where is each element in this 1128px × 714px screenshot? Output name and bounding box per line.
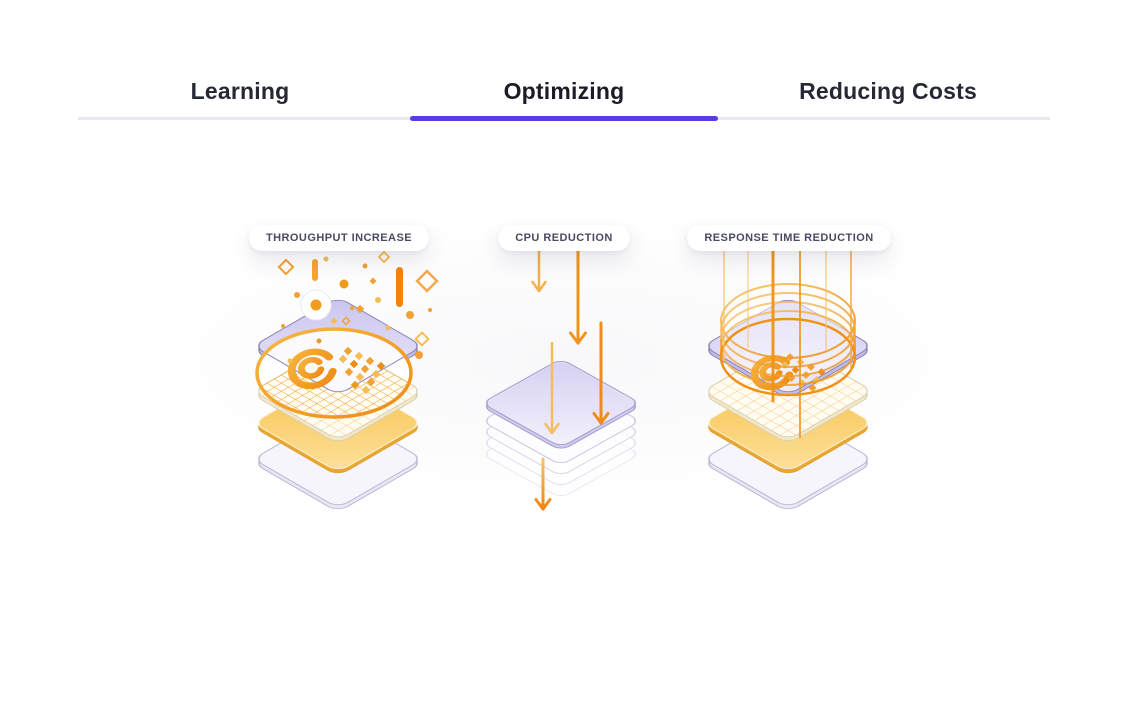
panel-throughput-increase: THROUGHPUT INCREASE xyxy=(227,225,452,523)
tab-bar: Learning Optimizing Reducing Costs xyxy=(78,70,1050,121)
response-time-reduction-illustration xyxy=(708,251,868,510)
cpu-reduction-illustration xyxy=(486,251,636,511)
tab-reducing-costs-label: Reducing Costs xyxy=(799,78,977,104)
panel-response-time-reduction: RESPONSE TIME REDUCTION xyxy=(677,225,902,523)
tab-learning[interactable]: Learning xyxy=(78,70,402,121)
diamond-dots-icon xyxy=(338,346,386,395)
cpu-reduction-badge: CPU REDUCTION xyxy=(498,225,630,251)
cylinder-rings-icon xyxy=(719,283,857,397)
throughput-increase-illustration xyxy=(255,251,439,510)
cylinder-interior xyxy=(722,302,854,376)
tab-optimizing[interactable]: Optimizing xyxy=(402,70,726,121)
status-dot-badge-icon xyxy=(300,289,332,321)
active-tab-indicator xyxy=(409,116,718,121)
tab-learning-label: Learning xyxy=(190,78,290,104)
tab-optimizing-label: Optimizing xyxy=(503,78,625,104)
down-arrows-icon xyxy=(531,251,610,511)
panel-cpu-reduction: CPU REDUCTION xyxy=(452,225,677,523)
throughput-increase-badge: THROUGHPUT INCREASE xyxy=(248,225,430,251)
response-time-reduction-badge: RESPONSE TIME REDUCTION xyxy=(687,225,891,251)
illustration-stage: THROUGHPUT INCREASE xyxy=(0,225,1128,523)
compressed-layer-stack-icon xyxy=(486,361,636,496)
confetti-particles-icon xyxy=(277,251,439,364)
spiral-logo-icon xyxy=(287,348,337,390)
descending-lines-icon xyxy=(723,251,852,438)
tab-reducing-costs[interactable]: Reducing Costs xyxy=(726,70,1050,121)
